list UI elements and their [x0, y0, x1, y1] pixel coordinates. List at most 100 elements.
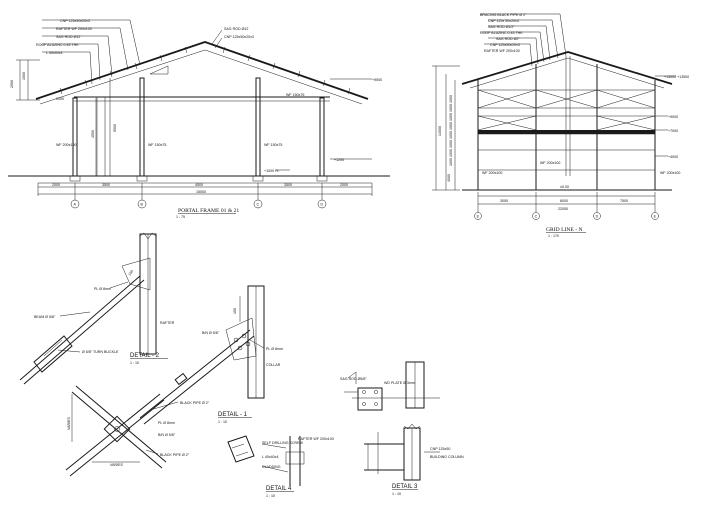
horizontal-dimensions: [37, 183, 373, 200]
cross-bracing: [477, 89, 656, 131]
column-b: [139, 77, 145, 177]
label-sagrod: SAG ROD Ø12: [56, 35, 80, 39]
label-level: +9500: [372, 78, 382, 82]
grid-rafter: [469, 57, 665, 89]
leaders-left: [42, 19, 223, 85]
bracing-pipe: [139, 329, 251, 419]
purlins: [59, 46, 351, 95]
label-wf: WF 200x100: [540, 161, 560, 165]
break-symbol: [139, 232, 157, 240]
label-sagrod-top: SAG ROD Ø12: [224, 27, 248, 31]
dim-text: 3050: [500, 199, 508, 203]
label-varies: VARIES: [67, 416, 71, 430]
label-level: +1200: [334, 158, 344, 162]
label-sagrod2: SAG ROD Ø2": [496, 37, 520, 41]
brace-pipe: [71, 391, 163, 469]
leader: [109, 281, 129, 289]
label-rafter: RAFTER WF 200x100: [56, 27, 92, 31]
grid-label: C: [257, 203, 260, 207]
label-cnp: CNP 125x 50x20x3: [488, 19, 519, 23]
label-angle: L 40x40x4: [262, 455, 278, 459]
leader: [57, 349, 81, 353]
label-cnp-top: CNP 125x50x20x3: [224, 35, 254, 39]
dim-vert: 4500: [91, 130, 95, 138]
grid-roof: [461, 51, 673, 85]
detail-4-scale: 1 : 10: [266, 494, 275, 498]
grid-label: B: [141, 203, 144, 207]
grid-line-scale: 1 : 170: [548, 234, 559, 238]
grid-bubble: [593, 212, 601, 220]
grid-level-leaders: [655, 75, 676, 157]
detail-3-scale: 1 : 10: [392, 492, 401, 496]
brace-pipe: [65, 393, 161, 471]
grid-bubble: [70, 199, 80, 209]
grid-label: A: [74, 203, 77, 207]
rafter-lower: [39, 49, 363, 105]
sag-rod-angle: [347, 371, 357, 384]
label-fl: +1000 FL: [264, 169, 279, 173]
turnbuckle: [33, 335, 73, 373]
break-symbol: [403, 423, 421, 430]
angle-clip: [285, 451, 305, 465]
label-col-mid1: WF 150x75: [148, 143, 166, 147]
dim-text: 3500: [102, 183, 110, 187]
label-plate: PL Ø 8mm: [94, 287, 111, 291]
purlin-section: [227, 435, 255, 463]
grid-label: D: [596, 214, 599, 218]
label-sagrod: SAG ROD Ø1/2": [488, 25, 515, 29]
dim-vert: 1000: [22, 72, 26, 80]
leader: [261, 443, 287, 449]
grid-bubble: [137, 199, 147, 209]
label-turnbuckle: Ø 5/8" TURN BUCKLE: [82, 350, 119, 354]
plate-plan: [357, 387, 383, 411]
column-d: [319, 97, 325, 177]
grid-bubbles: E C D E: [474, 212, 659, 220]
mezzanine-beam: [478, 130, 655, 134]
roof-outline: [35, 41, 369, 100]
portal-frame-scale: 1 : 75: [176, 215, 185, 219]
column-c: [255, 77, 261, 177]
leader: [59, 311, 91, 317]
label-col: BUILDING COLUMN: [430, 455, 464, 459]
grid-line-title: GRID LINE - N: [546, 227, 583, 233]
label-beam: WF 150x75: [286, 93, 304, 97]
label-wf: WF 200x100: [660, 171, 680, 175]
dim-text: 2000: [340, 183, 348, 187]
dim-vert: 2000: [10, 80, 14, 88]
center-bolt: [114, 426, 120, 432]
label-bolt: B/N Ø 5/8": [202, 331, 220, 335]
dim-vert: 4000: [447, 174, 451, 182]
label-pipe: BLACK PIPE Ø 2": [180, 401, 210, 405]
detail-2-title: DETAIL - 2: [130, 353, 160, 359]
center-plate: [103, 415, 131, 443]
dim-text: 150: [128, 269, 135, 276]
tie-rod: [19, 275, 141, 381]
label-angle: L 40x40x4: [46, 51, 62, 55]
label-pl: PL Ø 8mm: [266, 347, 283, 351]
label-col-left: WF 200x100: [56, 143, 76, 147]
dim-total: 22050: [558, 207, 568, 211]
grid-line-elevation: E C D E 3050 6000 7500 22050 BRACING BLA…: [432, 13, 689, 238]
detail-2-scale: 1 : 10: [130, 361, 139, 365]
label-beam: BEAM Ø 5/8": [34, 315, 56, 319]
splice: [174, 372, 188, 386]
sag-rod-symbol: [149, 65, 169, 75]
leader: [261, 465, 289, 473]
leader: [149, 401, 179, 411]
label-bracing: BRACING BLACK PIPE Ø 2": [480, 13, 527, 17]
dim-overhang: 2000: [56, 97, 64, 101]
label-cnp: CNP 125x50x20x3: [60, 19, 90, 23]
grid-bubble: [651, 212, 659, 220]
detail-1-scale: 1 : 10: [218, 420, 227, 424]
grid-label: C: [535, 214, 538, 218]
portal-frame-title: PORTAL FRAME 01 & 21: [178, 208, 239, 214]
detail-3-title: DETAIL 3: [392, 484, 418, 490]
label-roof: ROOF ALUZINC 0.45 THK: [36, 43, 79, 47]
detail-1-title: DETAIL - 1: [218, 412, 248, 418]
label-level: +14000 +13500: [664, 75, 689, 79]
grid-label: E: [477, 214, 480, 218]
dim-text: 2000: [52, 183, 60, 187]
grid-label: D: [321, 203, 324, 207]
label-level: +9000: [668, 115, 678, 119]
